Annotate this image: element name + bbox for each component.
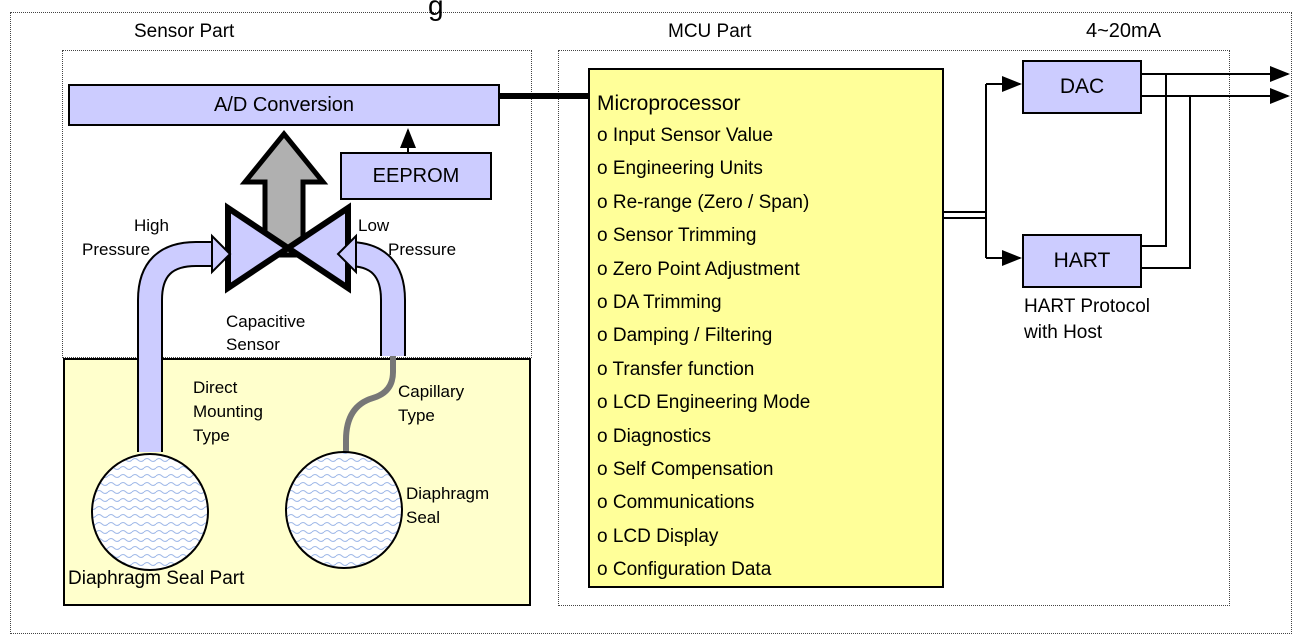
ad-conversion-block: A/D Conversion (68, 84, 500, 126)
ad-conversion-label: A/D Conversion (213, 93, 355, 116)
direct-label-2: Mounting (193, 402, 263, 421)
low-pressure-label-2: Pressure (388, 240, 457, 259)
high-pressure-label-2: Pressure (82, 240, 151, 259)
mcu-function-item: o Communications (597, 492, 755, 514)
mcu-function-item: o Input Sensor Value (597, 125, 774, 146)
mcu-function-item: o DA Trimming (597, 291, 722, 313)
current-range-label: 4~20mA (1086, 20, 1162, 42)
sensor-part-frame (62, 50, 532, 358)
mcu-function-item: o Re-range (Zero / Span) (597, 191, 810, 213)
diaphragm-label-1: Diaphragm (406, 484, 490, 503)
hart-protocol-label-2: with Host (1024, 322, 1103, 343)
mcu-part-frame (558, 50, 1230, 606)
hart-protocol-label-1: HART Protocol (1024, 296, 1151, 317)
low-pressure-label-1: Low (358, 216, 390, 235)
direct-label-1: Direct (193, 378, 238, 397)
dac-block: DAC (1022, 60, 1142, 114)
diaphragm-label-2: Seal (406, 508, 441, 527)
direct-diaphragm-seal (91, 453, 209, 571)
eeprom-block: EEPROM (340, 152, 492, 200)
capacitive-label-2: Sensor (226, 335, 280, 354)
hart-loop-1 (1142, 74, 1167, 247)
capacitive-sensor-icon (225, 202, 351, 294)
mcu-function-item: o Configuration Data (597, 559, 772, 581)
hart-loop-2 (1142, 96, 1191, 269)
mcu-function-item: o LCD Engineering Mode (597, 392, 811, 414)
high-pressure-label-1: High (134, 216, 169, 235)
mcu-function-item: o LCD Display (597, 525, 719, 547)
mcu-function-item: o Sensor Trimming (597, 225, 757, 247)
mcu-function-item: o Damping / Filtering (597, 325, 773, 347)
title-fragment: g (428, 0, 444, 21)
mcu-function-item: o Zero Point Adjustment (597, 258, 800, 280)
capillary-diaphragm-seal (285, 451, 403, 569)
direct-label-3: Type (193, 426, 230, 445)
eeprom-label: EEPROM (372, 164, 460, 187)
seal-part-label: Diaphragm Seal Part (68, 568, 245, 589)
hart-block: HART (1022, 234, 1142, 288)
mcu-function-item: o Self Compensation (597, 458, 774, 480)
capillary-label-1: Capillary (398, 382, 465, 401)
mcu-function-item: o Engineering Units (597, 158, 763, 180)
microprocessor-box (588, 68, 944, 588)
mcu-function-item: o Transfer function (597, 358, 755, 380)
mcu-part-label: MCU Part (668, 21, 752, 42)
dac-label: DAC (1059, 75, 1105, 98)
mcu-function-item: o Diagnostics (597, 425, 712, 447)
microprocessor-title: Microprocessor (597, 92, 741, 115)
sensor-part-label: Sensor Part (134, 21, 235, 42)
capillary-line (343, 356, 396, 460)
capillary-label-2: Type (398, 406, 435, 425)
hart-label: HART (1053, 249, 1111, 272)
mcu-function-list: o Input Sensor Value o Engineering Units… (597, 124, 810, 591)
capacitive-label-1: Capacitive (226, 312, 306, 331)
